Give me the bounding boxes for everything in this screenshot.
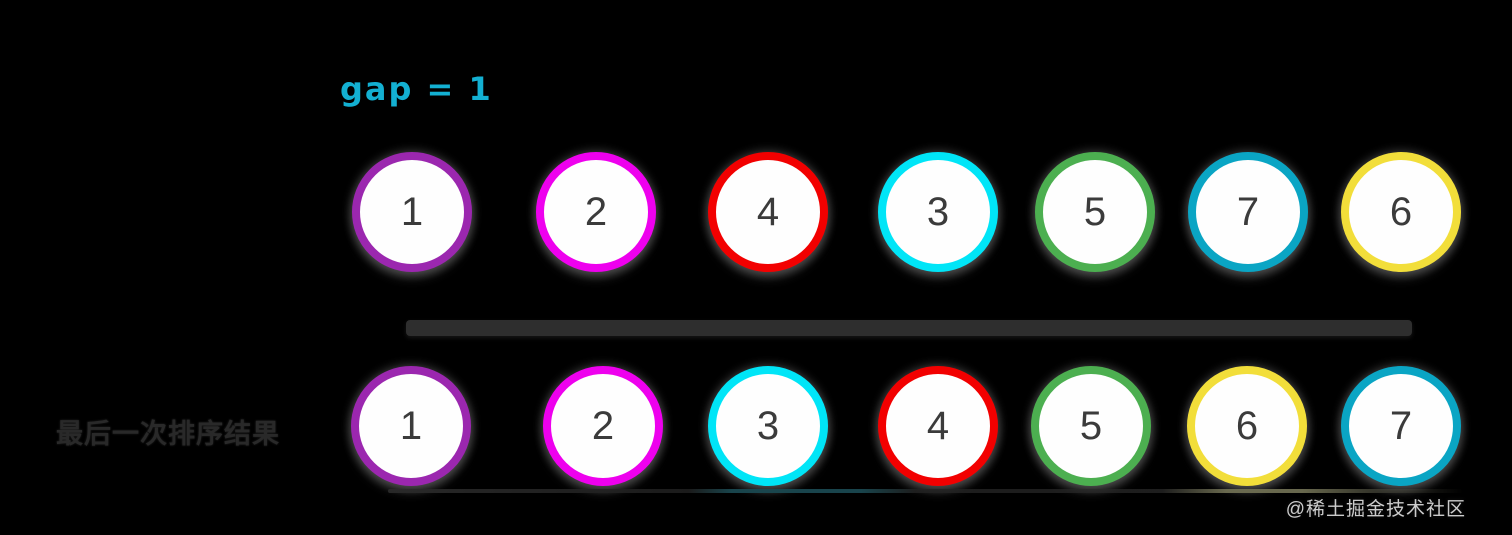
- circle-number: 3: [756, 403, 780, 448]
- number-circle: 6: [1341, 146, 1461, 336]
- number-circle: 7: [1341, 366, 1461, 486]
- cropped-connector-stub: [405, 146, 419, 164]
- number-circle: 3: [878, 146, 998, 336]
- row-label: 最后一次排序结果: [56, 419, 280, 449]
- circle-number: 3: [926, 189, 950, 234]
- connector-bar: [406, 320, 1412, 336]
- circle-number: 1: [399, 403, 423, 448]
- number-circle: 5: [1031, 366, 1151, 486]
- number-circle: 4: [708, 146, 828, 336]
- circle-number: 5: [1083, 189, 1107, 234]
- number-circle: 1: [352, 146, 472, 336]
- cropped-connector-stub: [1394, 146, 1408, 164]
- number-circle: 3: [708, 366, 828, 486]
- circle-number: 7: [1389, 403, 1413, 448]
- number-circle: 7: [1188, 146, 1308, 336]
- circle-number: 4: [756, 189, 780, 234]
- bottom-row: 1 2 3 4 5 6 7: [351, 366, 1461, 486]
- gap-label: gap = 1: [340, 70, 493, 108]
- circle-number: 5: [1079, 403, 1103, 448]
- number-circle: 1: [351, 366, 471, 486]
- watermark: @稀土掘金技术社区: [1285, 499, 1466, 520]
- number-circle: 2: [536, 146, 656, 336]
- circle-number: 6: [1235, 403, 1259, 448]
- circle-number: 1: [400, 189, 424, 234]
- cropped-connector-stub: [761, 146, 775, 164]
- cropped-connector-stub: [589, 146, 603, 164]
- number-circle: 5: [1035, 146, 1155, 336]
- circle-number: 2: [591, 403, 615, 448]
- circle-number: 6: [1389, 189, 1413, 234]
- number-circle: 4: [878, 366, 998, 486]
- circle-number: 2: [584, 189, 608, 234]
- cropped-connector-stub: [931, 146, 945, 164]
- cropped-connector-stub: [1241, 146, 1255, 164]
- top-row: 1 2 4 3 5 7: [352, 146, 1461, 336]
- number-circle: 2: [543, 366, 663, 486]
- circle-number: 7: [1236, 189, 1260, 234]
- residual-underline: [388, 489, 1463, 493]
- cropped-connector-stub: [1088, 146, 1102, 164]
- circle-number: 4: [926, 403, 950, 448]
- number-circle: 6: [1187, 366, 1307, 486]
